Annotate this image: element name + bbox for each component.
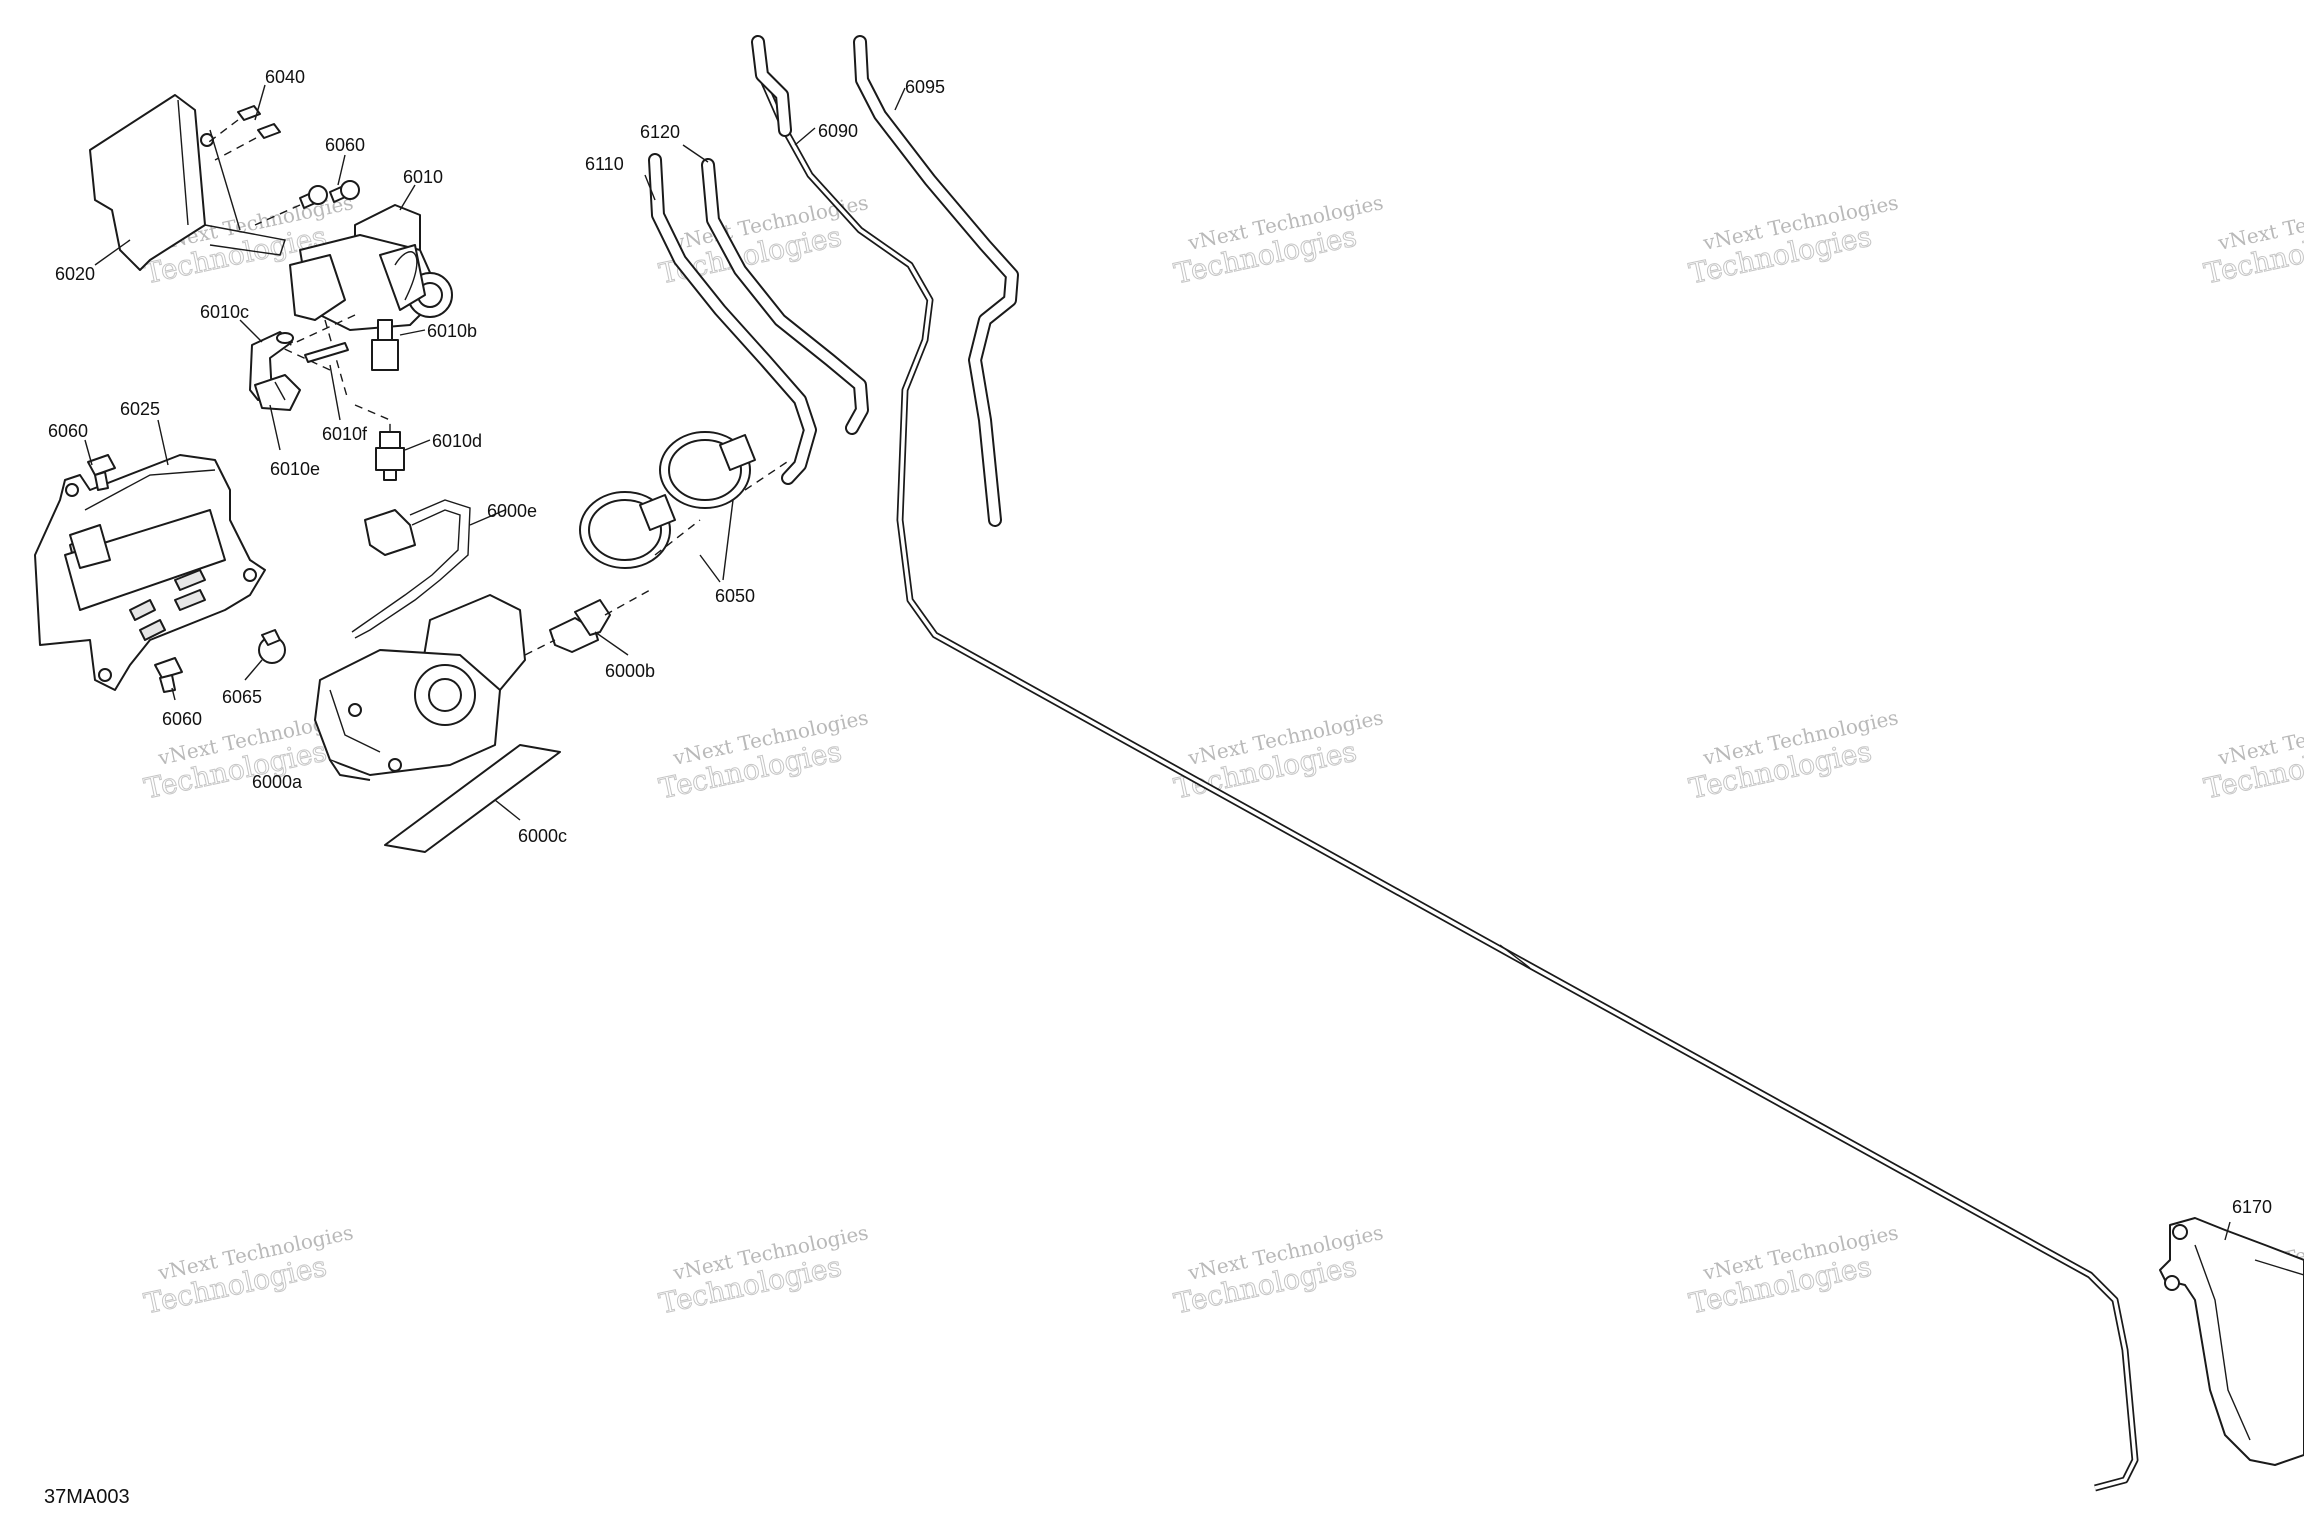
- leader-lines: [84, 84, 2231, 1241]
- callout-6060-low: 6060: [162, 709, 202, 729]
- fitting-6010d: [375, 431, 405, 481]
- bolt-6060-mid: [87, 454, 116, 491]
- callout-6010c: 6010c: [200, 302, 249, 322]
- callout-6010b: 6010b: [427, 321, 477, 341]
- bolts-6060-top: [254, 180, 360, 226]
- callout-6010e: 6010e: [270, 459, 320, 479]
- callout-6000b: 6000b: [605, 661, 655, 681]
- bolts-6040: [204, 105, 281, 161]
- callout-6170: 6170: [2232, 1197, 2272, 1217]
- diagram-code: 37MA003: [44, 1486, 130, 1508]
- bolt-6065: [258, 629, 286, 664]
- bracket-6170: [2159, 1217, 2304, 1466]
- callout-6010f: 6010f: [322, 424, 368, 444]
- hose-6120: [701, 158, 869, 435]
- hose-6090: [751, 35, 792, 137]
- bracket-6020: [89, 94, 286, 271]
- hose-6095: [853, 35, 1019, 527]
- sensor-6010e: [254, 374, 301, 411]
- callout-6000e: 6000e: [487, 501, 537, 521]
- harness-6000e: [351, 499, 471, 639]
- bolt-6060-low: [154, 657, 183, 693]
- long-fuel-pipe: [754, 44, 2139, 1492]
- pump-6000a: [314, 594, 526, 781]
- fitting-6010b: [371, 319, 399, 371]
- callout-6000c: 6000c: [518, 826, 567, 846]
- callout-6010d: 6010d: [432, 431, 482, 451]
- callout-6025: 6025: [120, 399, 160, 419]
- callout-6120: 6120: [640, 122, 680, 142]
- callout-6095: 6095: [905, 77, 945, 97]
- callout-6000a: 6000a: [252, 772, 303, 792]
- hose-6110: [648, 153, 817, 485]
- callout-6065: 6065: [222, 687, 262, 707]
- pad-6000c: [384, 744, 561, 853]
- valve-6010: [289, 204, 453, 331]
- jet-6010f: [304, 342, 349, 363]
- bracket-6025: [34, 454, 266, 691]
- callout-6110: 6110: [585, 154, 624, 174]
- callout-6050: 6050: [715, 586, 755, 606]
- clamps-6050: [579, 431, 791, 569]
- fitting-6000b: [549, 599, 611, 653]
- callout-6090: 6090: [818, 121, 858, 141]
- callout-6010: 6010: [403, 167, 443, 187]
- callout-6060-top: 6060: [325, 135, 365, 155]
- callout-6040: 6040: [265, 67, 305, 87]
- callout-6020: 6020: [55, 264, 95, 284]
- callout-6060-mid: 6060: [48, 421, 88, 441]
